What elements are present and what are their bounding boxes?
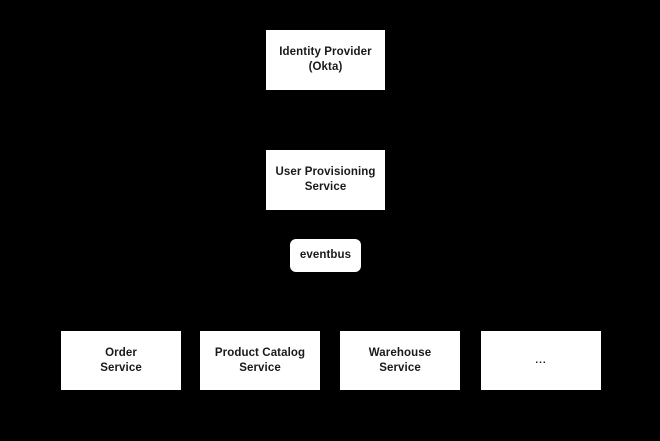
node-warehouse-service-label: Warehouse Service: [368, 346, 432, 374]
node-eventbus[interactable]: eventbus: [290, 239, 361, 272]
node-user-provisioning-service[interactable]: User Provisioning Service: [266, 150, 385, 210]
node-order-service[interactable]: Order Service: [61, 331, 181, 390]
node-more-services[interactable]: ...: [481, 331, 601, 390]
node-user-provisioning-service-label: User Provisioning Service: [275, 166, 376, 193]
node-warehouse-service[interactable]: Warehouse Service: [340, 331, 460, 390]
node-identity-provider-label: Identity Provider (Okta): [279, 46, 372, 73]
node-order-service-label: Order Service: [100, 346, 142, 374]
node-identity-provider[interactable]: Identity Provider (Okta): [266, 30, 385, 90]
node-more-services-label: ...: [535, 355, 547, 366]
node-product-catalog-service-label: Product Catalog Service: [214, 346, 306, 374]
node-eventbus-label: eventbus: [299, 249, 352, 261]
node-product-catalog-service[interactable]: Product Catalog Service: [200, 331, 320, 390]
